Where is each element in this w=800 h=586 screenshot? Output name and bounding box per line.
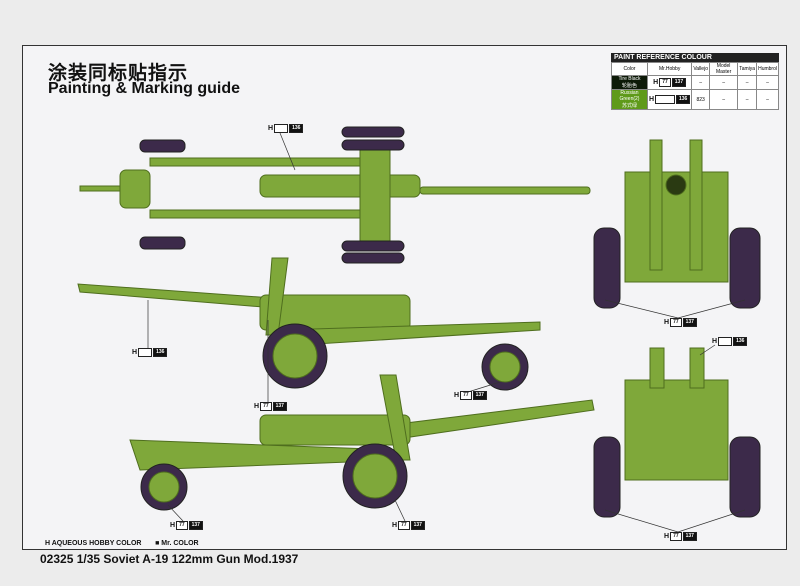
cell: – <box>708 89 739 110</box>
side-view-left <box>77 257 541 391</box>
legend-mr-color: Mr. COLOR <box>161 540 199 547</box>
cell: – <box>756 89 779 110</box>
table-row: Russian Green(2)苏式绿 H 136 823 – – – <box>611 89 779 110</box>
callout-green: H 136 <box>268 124 304 133</box>
callout-green: H 136 <box>132 348 168 357</box>
title-chinese: 涂装同标贴指示 <box>48 62 189 84</box>
aqueous-icon: H <box>45 540 51 547</box>
table-header-row: Color Mr.Hobby Vallejo Model Master Tami… <box>611 62 779 76</box>
col-header: Model Master <box>708 62 739 76</box>
cell: – <box>737 75 758 90</box>
cell: – <box>691 75 710 90</box>
rear-view <box>593 347 761 518</box>
col-header: Humbrol <box>756 62 779 76</box>
legend-aqueous: AQUEOUS HOBBY COLOR <box>51 540 142 547</box>
side-view-right <box>129 374 595 511</box>
col-header: Mr.Hobby <box>646 62 693 76</box>
top-view <box>79 126 591 264</box>
col-header: Tamiya <box>737 62 758 76</box>
front-view <box>593 139 761 309</box>
cell: – <box>737 89 758 110</box>
mr-hobby-cell: H 136 <box>646 89 693 110</box>
cell: – <box>756 75 779 90</box>
paint-reference-table: PAINT REFERENCE COLOUR Color Mr.Hobby Va… <box>611 53 779 110</box>
kit-title-footer: 02325 1/35 Soviet A-19 122mm Gun Mod.193… <box>40 552 299 566</box>
paint-table-heading: PAINT REFERENCE COLOUR <box>611 53 779 62</box>
col-header: Color <box>611 62 648 76</box>
callout-green: H 136 <box>712 337 748 346</box>
color-swatch-russian-green: Russian Green(2)苏式绿 <box>611 89 648 110</box>
title-english: Painting & Marking guide <box>48 80 241 97</box>
mr-color-icon: ■ <box>155 540 160 547</box>
legend: H AQUEOUS HOBBY COLOR ■ Mr. COLOR <box>45 540 199 547</box>
cell: 823 <box>691 89 710 110</box>
col-header: Vallejo <box>691 62 710 76</box>
